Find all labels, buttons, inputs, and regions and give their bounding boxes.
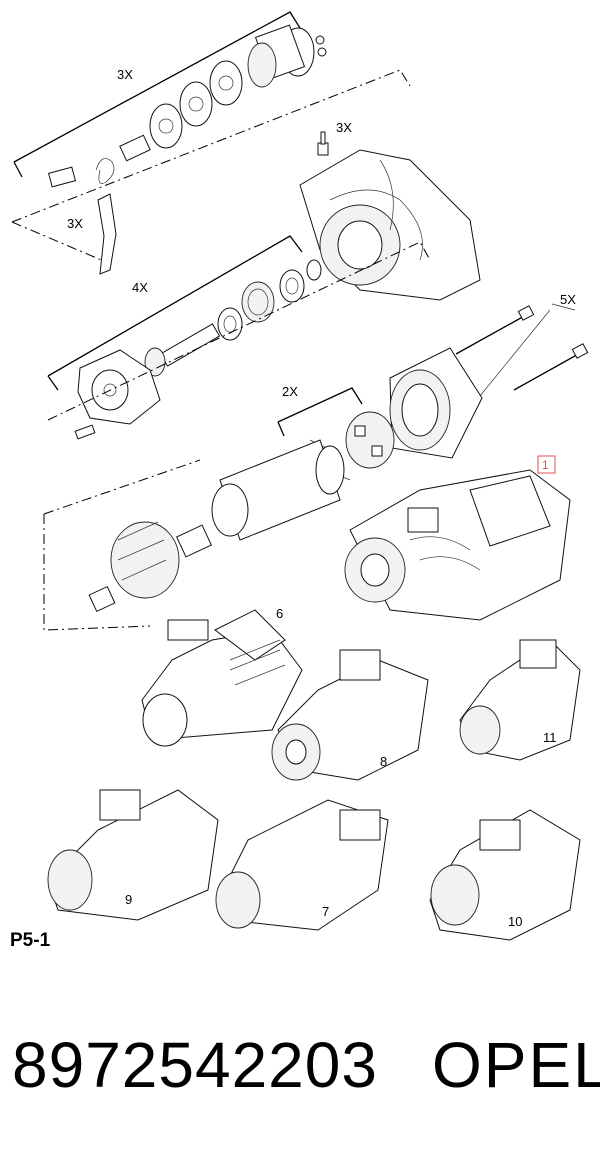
qty-label-5x: 5X [560, 292, 576, 307]
armature [88, 521, 213, 613]
qty-label-2x: 2X [282, 384, 298, 399]
callout-1: 1 [542, 458, 549, 472]
contact-plate [179, 81, 213, 127]
callout-8: 8 [380, 754, 387, 769]
bearing [217, 307, 243, 341]
callout-6: 6 [276, 606, 283, 621]
screw [74, 424, 96, 440]
callout-9: 9 [125, 892, 132, 907]
callout-1-box [537, 455, 556, 474]
brand-name: OPEL [432, 1029, 600, 1101]
solenoid-switch [247, 24, 327, 88]
commutator-end-frame [211, 439, 345, 541]
qty-label-3x: 3X [336, 120, 352, 135]
starter-variant-6 [141, 609, 303, 747]
solenoid-plates-group [13, 11, 327, 188]
callout-7: 7 [322, 904, 329, 919]
field-frame [389, 347, 483, 459]
plunger [47, 134, 151, 188]
part-number: 8972542203 [12, 1029, 378, 1101]
page-code: P5-1 [10, 930, 51, 951]
callout-10: 10 [508, 914, 522, 929]
qty-label-3x: 3X [117, 67, 133, 82]
qty-label-4x: 4X [132, 280, 148, 295]
callout-11: 11 [543, 730, 557, 745]
starter-variant-8 [271, 649, 429, 781]
starter-variant-10 [429, 809, 581, 941]
brush-holder [277, 387, 395, 481]
starter-motor-assembled [344, 469, 571, 621]
shift-lever [97, 193, 117, 275]
bearing [279, 269, 305, 303]
contact-plate [209, 60, 243, 106]
pinion-shaft [144, 323, 221, 377]
exploded-starter-diagram: 3X 3X 3X 4X 5X 2X 1 6 8 11 9 7 10 [11, 11, 589, 941]
bolt [317, 131, 329, 156]
starter-variant-9 [47, 789, 219, 921]
contact-plate [149, 103, 183, 149]
starter-variant-11 [459, 639, 581, 761]
bearing [306, 259, 322, 281]
through-bolts [455, 303, 589, 397]
starter-variant-7 [215, 799, 389, 931]
gear [241, 281, 275, 323]
drive-end-housing [299, 149, 481, 301]
pinion-group [47, 235, 322, 391]
qty-label-3x: 3X [67, 216, 83, 231]
